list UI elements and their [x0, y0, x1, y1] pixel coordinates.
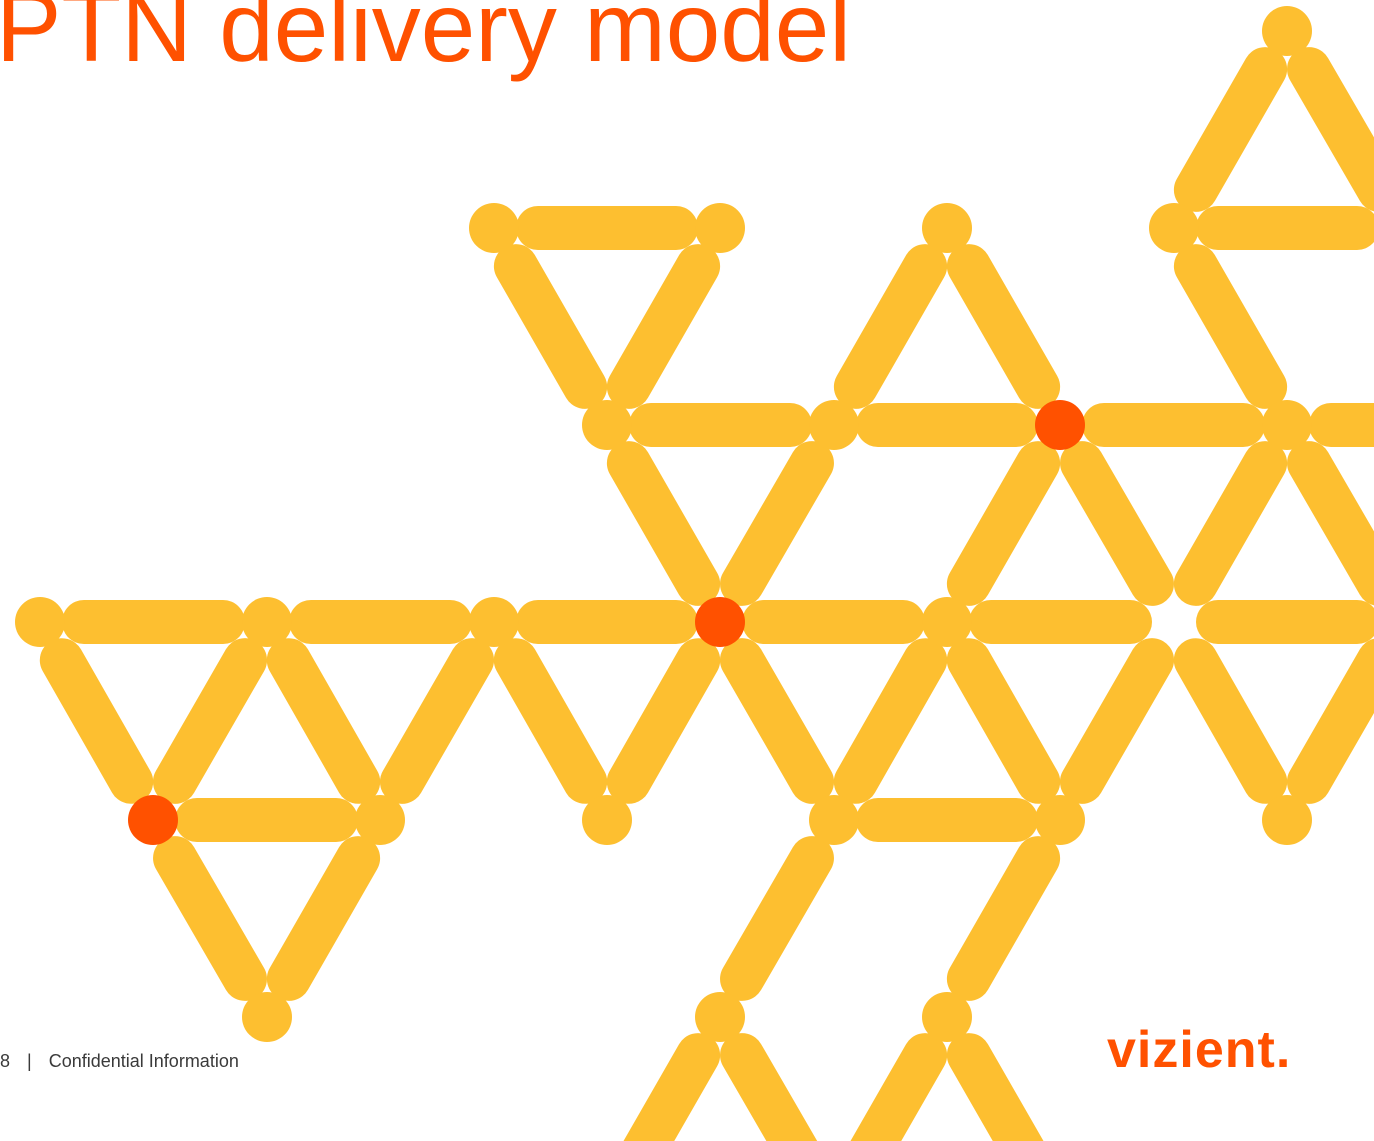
pattern-bar	[606, 441, 721, 606]
pattern-bar	[1059, 638, 1175, 804]
pattern-bar	[719, 638, 835, 804]
page-number: 8	[0, 1051, 11, 1071]
pattern-dot	[809, 400, 859, 450]
pattern-dot	[922, 597, 972, 647]
pattern-dot	[582, 795, 632, 845]
pattern-dot	[1262, 795, 1312, 845]
pattern-dot	[15, 597, 65, 647]
pattern-dot-accent	[1035, 400, 1085, 450]
pattern-bar	[1173, 441, 1288, 606]
pattern-bar	[1287, 47, 1374, 212]
footer-confidential-label: Confidential Information	[48, 1051, 239, 1071]
pattern-dot	[695, 203, 745, 253]
pattern-bar	[946, 441, 1061, 606]
pattern-dot	[922, 203, 972, 253]
pattern-bar	[493, 244, 608, 409]
pattern-dot	[242, 992, 292, 1042]
pattern-dot	[1262, 400, 1312, 450]
pattern-dot	[355, 795, 405, 845]
pattern-bar	[946, 244, 1061, 409]
vizient-logo: vizient.	[1107, 1021, 1292, 1079]
pattern-dot	[1035, 795, 1085, 845]
pattern-dot	[1149, 203, 1199, 253]
pattern-dot	[469, 597, 519, 647]
pattern-dot	[695, 992, 745, 1042]
pattern-bar	[850, 1033, 948, 1141]
pattern-bar	[1286, 638, 1374, 804]
footer-separator: |	[27, 1051, 32, 1071]
pattern-dot	[469, 203, 519, 253]
pattern-bar	[1287, 441, 1374, 606]
pattern-bar	[720, 441, 834, 606]
pattern-bar	[606, 244, 721, 409]
pattern-bar	[493, 638, 608, 804]
slide-title: PTN delivery model	[0, 0, 852, 82]
pattern-bar	[946, 1033, 1044, 1141]
pattern-bar	[1173, 638, 1288, 804]
pattern-bar	[39, 638, 154, 804]
pattern-bar	[152, 638, 268, 804]
pattern-bar	[833, 244, 948, 409]
slide-footer: 8 | Confidential Information	[0, 1051, 239, 1072]
pattern-bar	[606, 638, 721, 804]
pattern-bar	[266, 638, 381, 804]
pattern-bar	[1173, 47, 1288, 212]
pattern-bar	[623, 1033, 721, 1141]
pattern-bar	[153, 836, 267, 1001]
pattern-bar	[720, 1033, 818, 1141]
pattern-bar	[1060, 441, 1174, 606]
pattern-bar	[946, 638, 1061, 804]
pattern-bar	[1173, 244, 1288, 409]
pattern-bar	[946, 836, 1061, 1001]
pattern-bar	[833, 638, 948, 804]
pattern-dot	[582, 400, 632, 450]
pattern-dot	[922, 992, 972, 1042]
pattern-bar	[379, 638, 495, 804]
pattern-dot-accent	[128, 795, 178, 845]
pattern-dot	[809, 795, 859, 845]
pattern-bar	[266, 836, 381, 1001]
pattern-bar	[720, 836, 834, 1001]
pattern-dot	[1262, 6, 1312, 56]
pattern-dot-accent	[695, 597, 745, 647]
pattern-dot	[242, 597, 292, 647]
